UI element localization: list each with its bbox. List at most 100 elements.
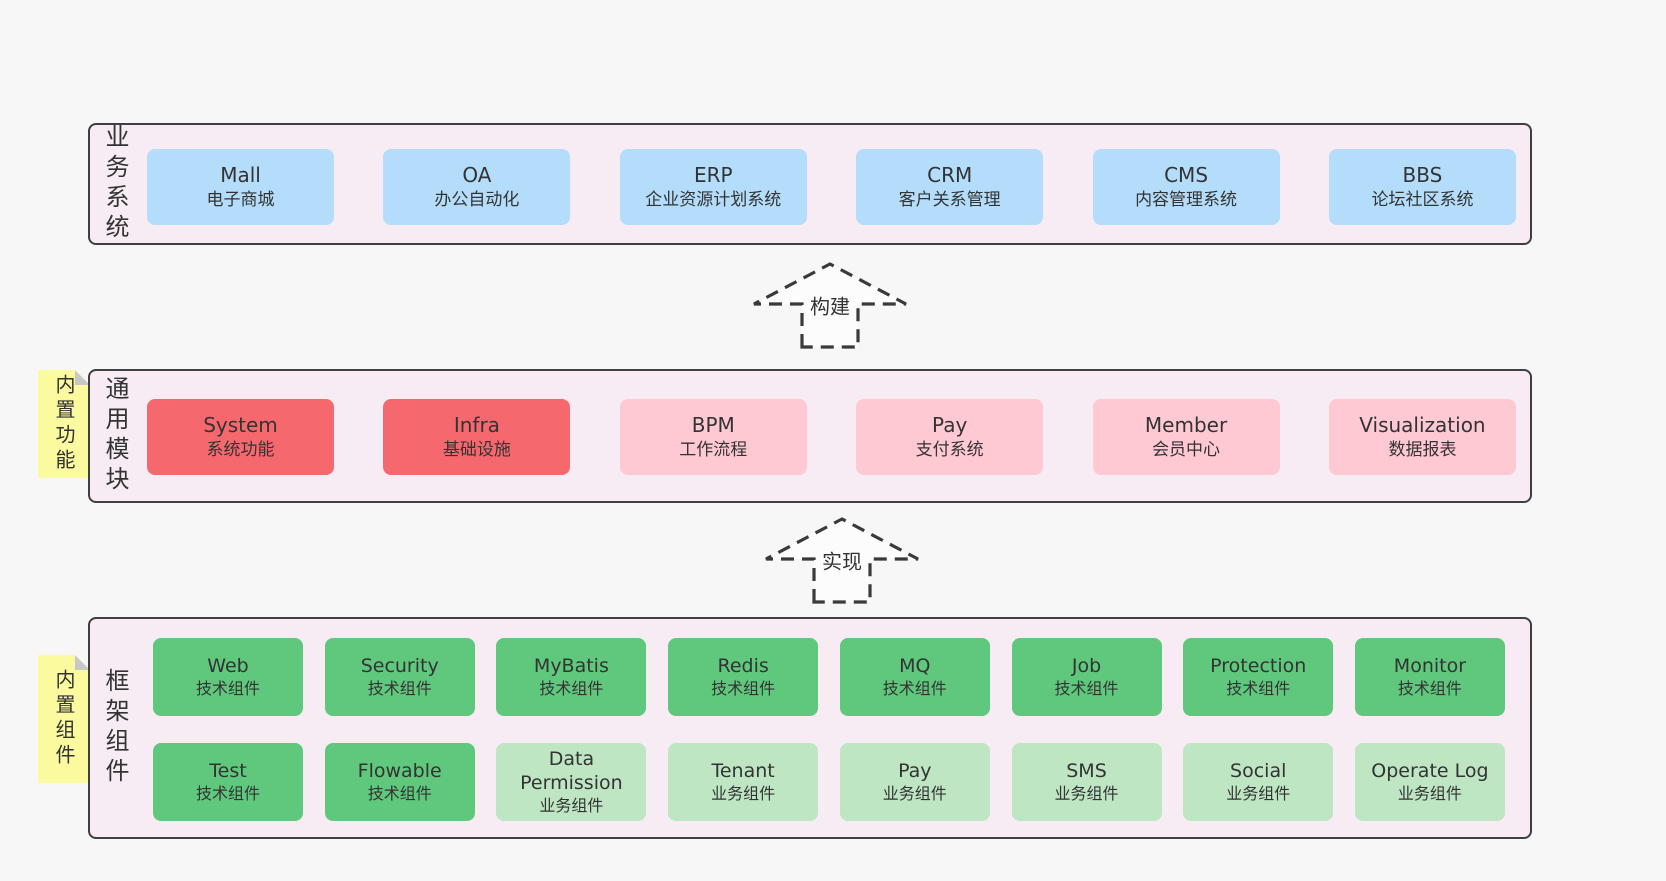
box-title: BPM [691, 413, 735, 438]
band-business-systems: 业务系统 Mall 电子商城 OA 办公自动化 ERP 企业资源计划系统 CRM… [88, 123, 1532, 245]
band-business-systems-label: 业务系统 [101, 124, 129, 244]
box-title: Pay [898, 760, 932, 783]
band-framework-components-label: 框架组件 [101, 668, 129, 788]
box-title: Job [1071, 655, 1102, 678]
arrow-implement-label: 实现 [818, 544, 866, 576]
box-oa: OA 办公自动化 [383, 149, 571, 225]
box-subtitle: 论坛社区系统 [1371, 190, 1474, 211]
box-title: BBS [1402, 163, 1443, 188]
box-web: Web 技术组件 [153, 638, 303, 716]
box-subtitle: 业务组件 [882, 783, 947, 803]
box-data-permission: Data Permission 业务组件 [496, 743, 647, 821]
box-subtitle: 业务组件 [1054, 783, 1119, 803]
common-modules-row: System 系统功能 Infra 基础设施 BPM 工作流程 Pay 支付系统… [147, 399, 1516, 475]
box-operate-log: Operate Log 业务组件 [1354, 743, 1505, 821]
box-title: Monitor [1393, 655, 1467, 678]
box-subtitle: 技术组件 [539, 678, 604, 698]
box-monitor: Monitor 技术组件 [1354, 638, 1505, 716]
box-subtitle: 技术组件 [195, 783, 260, 803]
box-sms: SMS 业务组件 [1011, 743, 1162, 821]
box-mybatis: MyBatis 技术组件 [496, 638, 647, 716]
box-job: Job 技术组件 [1011, 638, 1162, 716]
box-redis: Redis 技术组件 [668, 638, 819, 716]
box-title: Flowable [357, 760, 442, 783]
box-subtitle: 内容管理系统 [1135, 190, 1238, 211]
business-systems-row: Mall 电子商城 OA 办公自动化 ERP 企业资源计划系统 CRM 客户关系… [147, 149, 1516, 225]
box-visualization: Visualization 数据报表 [1328, 399, 1516, 475]
box-title: Protection [1210, 655, 1307, 678]
box-mq: MQ 技术组件 [839, 638, 990, 716]
arrow-build: 构建 [748, 258, 912, 350]
box-subtitle: 技术组件 [1054, 678, 1119, 698]
box-subtitle: 技术组件 [195, 678, 260, 698]
box-subtitle: 业务组件 [539, 795, 604, 815]
box-title: MQ [899, 655, 931, 678]
box-subtitle: 会员中心 [1152, 440, 1221, 461]
framework-components-row-1: Web 技术组件 Security 技术组件 MyBatis 技术组件 Redi… [153, 638, 1505, 716]
box-bpm: BPM 工作流程 [619, 399, 807, 475]
band-common-modules-label: 通用模块 [101, 376, 129, 496]
sticky-note-built-in-features: 内置功能 [38, 370, 90, 478]
box-subtitle: 客户关系管理 [898, 190, 1001, 211]
box-mall: Mall 电子商城 [147, 149, 334, 225]
box-test: Test 技术组件 [153, 743, 303, 821]
box-subtitle: 办公自动化 [434, 190, 520, 211]
box-title: CRM [927, 163, 973, 188]
box-title: Security [360, 655, 439, 678]
band-framework-components: 框架组件 Web 技术组件 Security 技术组件 MyBatis 技术组件… [88, 617, 1532, 839]
box-title: Data Permission [520, 748, 623, 794]
sticky-note-label: 内置功能 [52, 374, 76, 474]
box-title: Member [1144, 413, 1228, 438]
box-subtitle: 电子商城 [206, 190, 275, 211]
box-erp: ERP 企业资源计划系统 [619, 149, 807, 225]
box-flowable: Flowable 技术组件 [324, 743, 475, 821]
box-title: Operate Log [1371, 760, 1489, 783]
band-common-modules: 通用模块 System 系统功能 Infra 基础设施 BPM 工作流程 Pay… [88, 369, 1532, 503]
box-subtitle: 企业资源计划系统 [645, 190, 782, 211]
box-subtitle: 系统功能 [206, 440, 275, 461]
box-title: CMS [1164, 163, 1209, 188]
box-title: Visualization [1359, 413, 1486, 438]
box-subtitle: 技术组件 [882, 678, 947, 698]
arrow-build-label: 构建 [806, 289, 854, 321]
box-title: Web [207, 655, 249, 678]
sticky-note-built-in-components: 内置组件 [38, 655, 90, 783]
box-pay: Pay 支付系统 [856, 399, 1044, 475]
box-title: MyBatis [533, 655, 609, 678]
box-cms: CMS 内容管理系统 [1092, 149, 1280, 225]
sticky-note-label: 内置组件 [52, 669, 76, 769]
box-subtitle: 技术组件 [367, 678, 432, 698]
framework-components-row-2: Test 技术组件 Flowable 技术组件 Data Permission … [153, 743, 1505, 821]
box-title: Pay [932, 413, 968, 438]
box-title: Mall [220, 163, 261, 188]
box-pay-biz: Pay 业务组件 [839, 743, 990, 821]
box-subtitle: 数据报表 [1388, 440, 1457, 461]
box-subtitle: 技术组件 [1397, 678, 1462, 698]
box-title: System [203, 413, 278, 438]
box-title: ERP [693, 163, 733, 188]
arrow-implement: 实现 [760, 513, 924, 605]
box-system: System 系统功能 [147, 399, 334, 475]
box-title: Tenant [711, 760, 775, 783]
box-crm: CRM 客户关系管理 [856, 149, 1044, 225]
box-subtitle: 工作流程 [679, 440, 748, 461]
box-subtitle: 支付系统 [915, 440, 984, 461]
box-title: OA [462, 163, 492, 188]
box-bbs: BBS 论坛社区系统 [1328, 149, 1516, 225]
box-member: Member 会员中心 [1092, 399, 1280, 475]
box-title: Test [209, 760, 247, 783]
box-social: Social 业务组件 [1183, 743, 1334, 821]
box-subtitle: 技术组件 [711, 678, 776, 698]
box-subtitle: 业务组件 [1397, 783, 1462, 803]
box-subtitle: 业务组件 [1226, 783, 1291, 803]
box-title: SMS [1066, 760, 1107, 783]
box-title: Redis [717, 655, 769, 678]
box-title: Social [1230, 760, 1287, 783]
box-subtitle: 技术组件 [1226, 678, 1291, 698]
box-title: Infra [453, 413, 500, 438]
box-subtitle: 业务组件 [711, 783, 776, 803]
box-security: Security 技术组件 [324, 638, 475, 716]
box-subtitle: 基础设施 [442, 440, 511, 461]
box-tenant: Tenant 业务组件 [668, 743, 819, 821]
